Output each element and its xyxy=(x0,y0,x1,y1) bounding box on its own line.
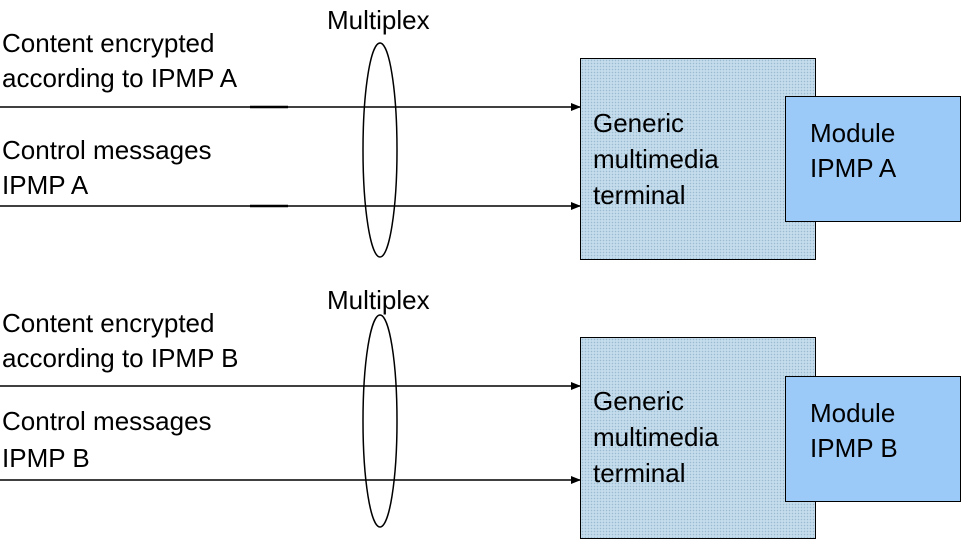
generic-terminal-a: Generic multimedia terminal xyxy=(580,58,816,260)
module-a-label-line1: Module xyxy=(810,118,896,148)
control-label-b-line2: IPMP B xyxy=(2,443,90,473)
multiplex-label-b: Multiplex xyxy=(327,285,430,315)
control-label-a-line1: Control messages xyxy=(2,135,212,165)
multiplex-ellipse-b xyxy=(362,314,398,528)
terminal-b-label-line2: multimedia xyxy=(593,422,719,452)
terminal-b-label-line3: terminal xyxy=(593,458,686,488)
module-ipmp-a: Module IPMP A xyxy=(785,96,961,222)
module-b-label-line1: Module xyxy=(810,398,896,428)
multiplex-ellipse-a xyxy=(362,42,398,258)
multiplex-label-a: Multiplex xyxy=(327,5,430,35)
content-label-a-line2: according to IPMP A xyxy=(2,63,238,93)
content-label-a-line1: Content encrypted xyxy=(2,28,215,58)
module-a-label-line2: IPMP A xyxy=(810,153,897,183)
module-b-label-line2: IPMP B xyxy=(810,433,898,463)
terminal-a-label-line1: Generic xyxy=(593,108,685,138)
control-label-a-line2: IPMP A xyxy=(2,170,89,200)
module-ipmp-b: Module IPMP B xyxy=(785,376,961,502)
terminal-a-label-line3: terminal xyxy=(593,180,686,210)
control-label-b-line1: Control messages xyxy=(2,406,212,436)
terminal-a-label-line2: multimedia xyxy=(593,144,719,174)
content-label-b-line2: according to IPMP B xyxy=(2,343,239,373)
content-label-b-line1: Content encrypted xyxy=(2,308,215,338)
generic-terminal-b: Generic multimedia terminal xyxy=(580,337,816,539)
terminal-b-label-line1: Generic xyxy=(593,386,685,416)
